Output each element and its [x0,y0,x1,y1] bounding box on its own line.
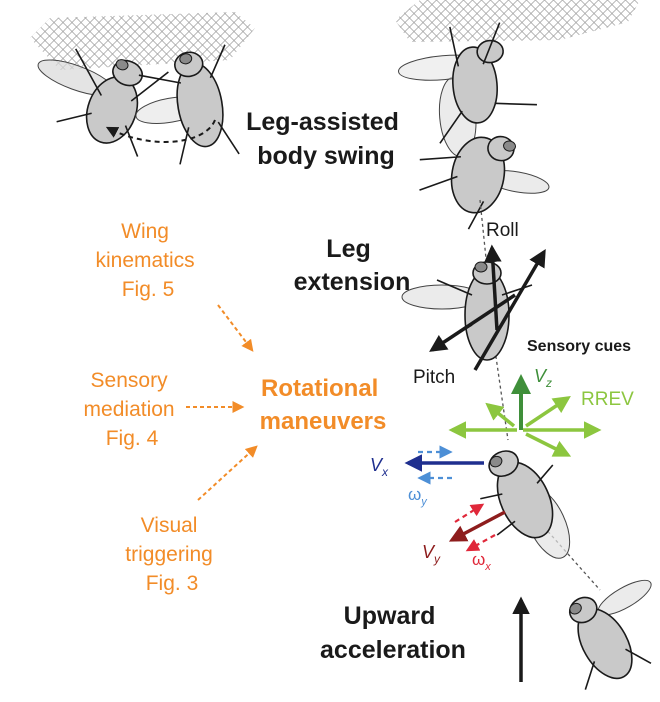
fly-swing-lower [419,135,550,230]
vz-sub: z [545,376,552,390]
roll-direction-arrow [473,248,546,371]
leg-extension-line2: extension [294,268,411,296]
wy-base: ω [408,485,421,504]
rotational-line1: Rotational [261,375,378,402]
vx-label: Vx [370,455,389,479]
rrev-label: RREV [581,389,634,410]
pitch-axis-arrow [429,293,516,352]
leg-extension-title: Leg extension [294,235,411,296]
arrow-wing-kinematics [217,304,254,352]
upward-title: Upward acceleration [320,602,466,664]
sensory-mediation-line3: Fig. 4 [106,427,159,450]
sensory-cues-label: Sensory cues [527,338,631,355]
sensory-mediation-line1: Sensory [91,369,169,392]
wing-kinematics-label: Wing kinematics Fig. 5 [95,220,200,301]
wing-kinematics-line3: Fig. 5 [122,278,175,301]
fly-bottom [568,579,652,690]
wx-label: ωx [472,550,491,573]
visual-triggering-label: Visual triggering Fig. 3 [125,514,218,595]
upward-line2: acceleration [320,636,466,664]
leg-extension-line1: Leg [326,235,370,263]
wy-label: ωy [408,485,428,508]
fly-leg-extension [401,261,533,361]
rotational-title: Rotational maneuvers [260,375,387,435]
roll-axis-arrow [484,244,502,331]
arrow-visual-triggering [197,445,258,501]
wx-sub: x [484,561,491,573]
wx-arrow-upper [454,503,485,523]
vz-base: V [534,366,548,386]
vy-base: V [422,542,436,562]
sensory-mediation-label: Sensory mediation Fig. 4 [84,369,181,450]
visual-triggering-line2: triggering [125,543,213,566]
visual-triggering-line3: Fig. 3 [146,572,199,595]
vz-label: Vz [534,366,552,390]
fly-swing-right [135,44,240,165]
leg-assisted-title: Leg-assisted body swing [246,108,406,170]
wing-kinematics-line2: kinematics [95,249,194,272]
wing-kinematics-line1: Wing [121,220,169,243]
vy-label: Vy [422,542,441,566]
wx-base: ω [472,550,485,569]
wy-sub: y [420,496,428,508]
leg-assisted-line1: Leg-assisted [246,108,399,136]
vx-base: V [370,455,384,475]
vx-sub: x [381,465,389,479]
fly-approach [480,450,571,559]
visual-triggering-line1: Visual [141,514,198,537]
vy-arrow [448,510,506,542]
vy-sub: y [433,552,441,566]
mesh-ceiling-right [395,0,640,42]
swing-dashed-arrow [105,119,216,143]
wx-arrow-lower [465,534,496,552]
fly-landed-top [398,22,537,158]
rrev-arrows [448,396,602,457]
rotational-line2: maneuvers [260,408,387,435]
sensory-mediation-line2: mediation [84,398,175,421]
upward-line1: Upward [344,602,436,630]
fly-swing-left [37,48,169,157]
leg-assisted-line2: body swing [257,142,395,170]
pitch-label: Pitch [413,367,455,388]
roll-label: Roll [486,220,519,241]
